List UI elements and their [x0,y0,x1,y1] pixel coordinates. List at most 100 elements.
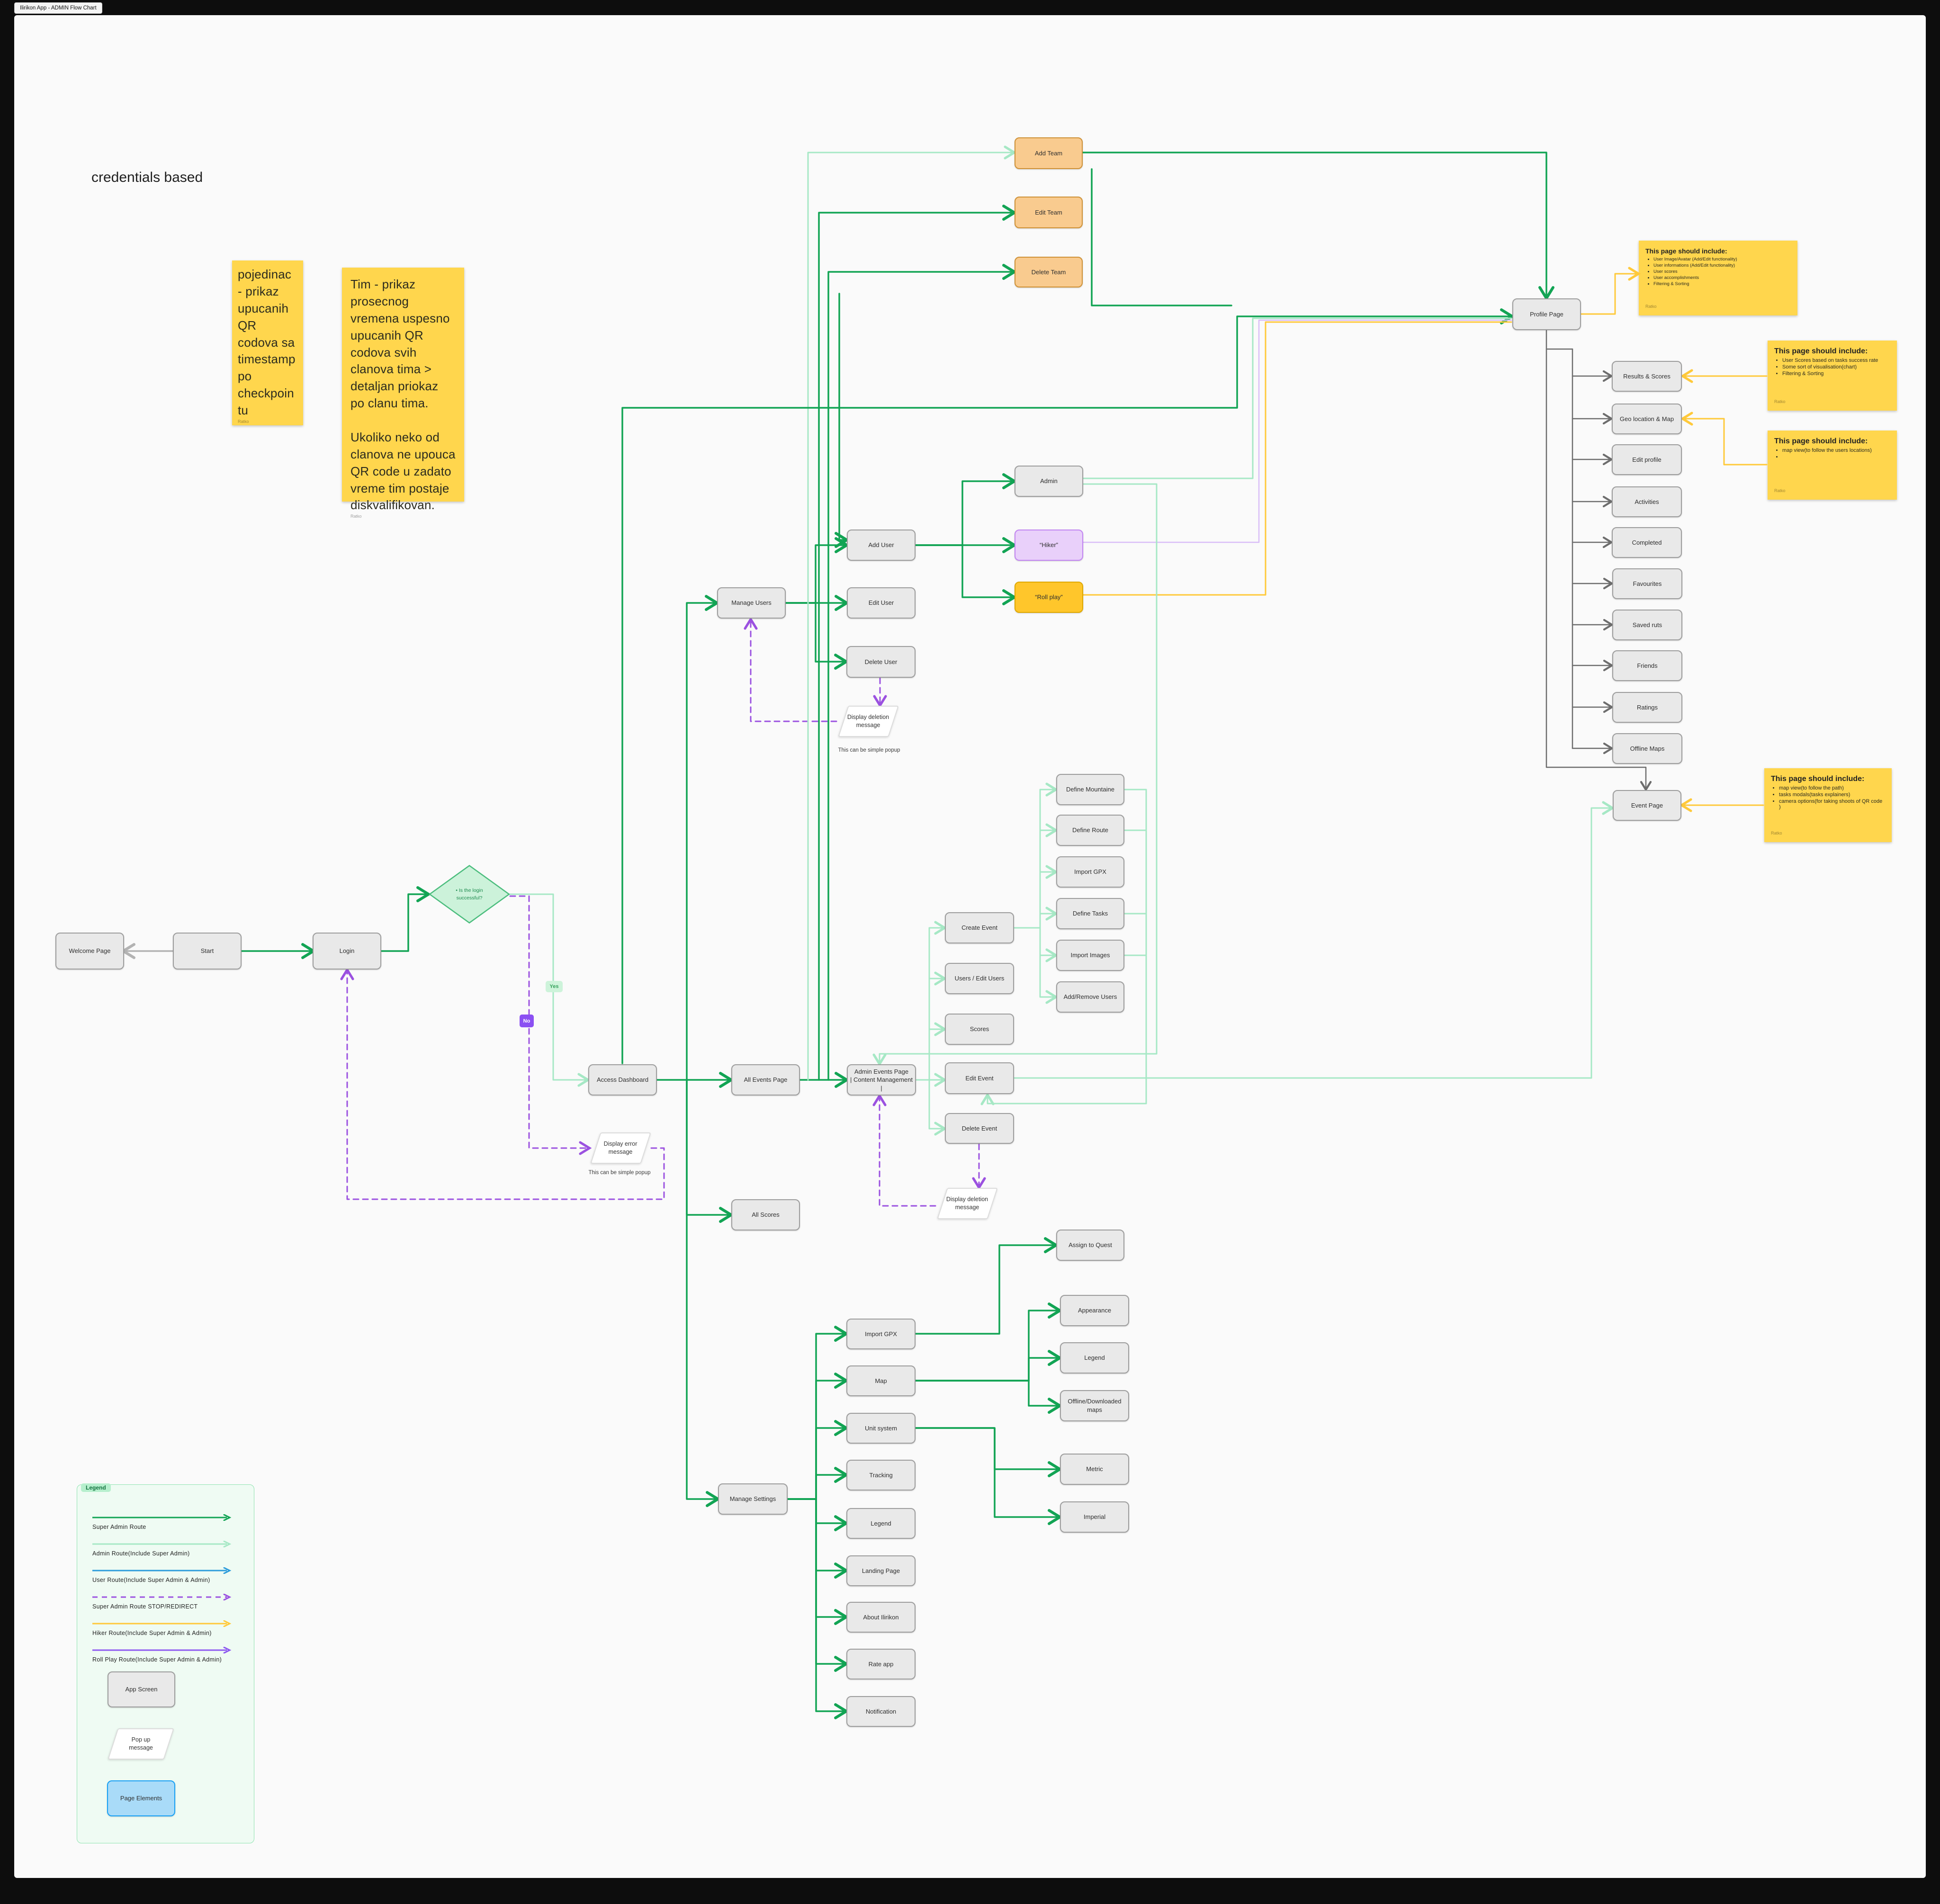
node-profile-page[interactable]: Profile Page [1512,298,1581,330]
node-notification[interactable]: Notification [846,1696,916,1727]
node-legend-page-elements[interactable]: Page Elements [107,1780,175,1816]
node-legend-app-screen[interactable]: App Screen [108,1671,175,1707]
node-label: Map [875,1377,887,1384]
popup-shape [108,1728,174,1760]
note-results-include[interactable]: This page should include:User Scores bas… [1768,341,1897,411]
node-label: Define Mountaine [1066,786,1114,793]
node-hiker[interactable]: “Hiker” [1015,530,1083,561]
note-bullet: map view(to follow the path) [1779,785,1885,791]
note-bullet: User scores [1653,269,1791,274]
node-label: Delete User [864,658,898,665]
note-tim[interactable]: Tim - prikaz prosecnog vremena uspesno u… [342,268,464,519]
node-edit-profile[interactable]: Edit profile [1612,444,1682,475]
node-rate-app[interactable]: Rate app [846,1649,916,1679]
popup-shape [936,1188,998,1219]
node-legend-settings[interactable]: Legend [846,1508,916,1539]
node-assign-to-quest[interactable]: Assign to Quest [1056,1230,1124,1261]
node-roll-play[interactable]: “Roll play” [1015,582,1083,613]
node-label: Offline/Downloaded maps [1068,1398,1122,1413]
node-scores[interactable]: Scores [945,1014,1014,1045]
node-all-events-page[interactable]: All Events Page [731,1064,800,1096]
node-friends[interactable]: Friends [1612,650,1682,681]
badge-yes[interactable]: Yes [546,981,563,992]
node-label: Import Images [1070,952,1110,959]
node-welcome-page[interactable]: Welcome Page [55,933,124,970]
node-import-images[interactable]: Import Images [1056,940,1124,971]
legend-route-label: Hiker Route(Include Super Admin & Admin) [92,1630,212,1636]
node-label: Legend [871,1519,891,1527]
node-define-route[interactable]: Define Route [1056,815,1124,846]
note-bullets: map view(to follow the users locations) [1774,448,1890,461]
node-login[interactable]: Login [313,933,381,970]
popup-caption-1: This can be simple popup [838,747,900,753]
node-edit-event[interactable]: Edit Event [945,1062,1014,1094]
node-label: “Hiker” [1040,541,1058,549]
note-bullets: map view(to follow the path)tasks modals… [1771,785,1885,811]
note-profile-include[interactable]: This page should include:User Image/Avat… [1639,241,1797,315]
node-add-user[interactable]: Add User [847,530,916,561]
file-tab[interactable]: Ilirikon App - ADMIN Flow Chart [14,2,102,14]
note-bullet: User accomplishments [1653,275,1791,280]
node-favourites[interactable]: Favourites [1612,568,1682,599]
note-pojedinac[interactable]: pojedinac - prikaz upucanih QR codova sa… [232,260,303,425]
node-completed[interactable]: Completed [1612,527,1682,558]
node-event-page[interactable]: Event Page [1613,790,1681,821]
node-delete-team[interactable]: Delete Team [1015,257,1083,287]
node-import-gpx-event[interactable]: Import GPX [1056,856,1124,888]
node-delete-user[interactable]: Delete User [846,646,916,678]
node-label: Edit User [868,599,894,607]
node-label: Import GPX [1074,868,1106,876]
node-add-remove-users[interactable]: Add/Remove Users [1056,981,1124,1013]
node-results-scores[interactable]: Results & Scores [1612,361,1682,392]
legend-route-arrow [92,1567,232,1574]
node-import-gpx-settings[interactable]: Import GPX [846,1319,916,1349]
node-define-tasks[interactable]: Define Tasks [1056,898,1124,929]
node-tracking[interactable]: Tracking [846,1460,916,1491]
badge-no[interactable]: No [520,1015,534,1027]
node-manage-users[interactable]: Manage Users [717,587,786,619]
node-label: Edit Team [1035,208,1062,216]
node-admin-events-page[interactable]: Admin Events Page | Content Management | [847,1064,916,1096]
node-metric[interactable]: Metric [1060,1454,1129,1485]
board-heading[interactable]: credentials based [91,170,203,185]
node-users-edit-users[interactable]: Users / Edit Users [945,963,1014,994]
node-unit-system[interactable]: Unit system [846,1413,916,1444]
note-geo-include[interactable]: This page should include:map view(to fol… [1768,431,1897,500]
node-legend-popup[interactable]: Pop up message [107,1728,175,1760]
node-delete-event[interactable]: Delete Event [945,1113,1014,1144]
node-manage-settings[interactable]: Manage Settings [718,1483,788,1515]
node-saved-ruts[interactable]: Saved ruts [1612,610,1682,640]
legend-route-arrow [92,1620,232,1627]
node-edit-team[interactable]: Edit Team [1015,197,1083,228]
node-label: Manage Settings [729,1495,776,1503]
node-add-team[interactable]: Add Team [1015,137,1083,169]
node-map-settings[interactable]: Map [846,1365,916,1396]
note-bullet: Filtering & Sorting [1653,281,1791,287]
node-offline-maps[interactable]: Offline Maps [1612,733,1682,764]
note-event-include[interactable]: This page should include:map view(to fol… [1764,768,1892,842]
node-delete-event-popup[interactable]: Display deletion message [936,1188,998,1219]
node-imperial[interactable]: Imperial [1060,1501,1129,1533]
node-delete-user-popup[interactable]: Display deletion message [837,706,899,737]
node-access-dashboard[interactable]: Access Dashboard [588,1064,657,1096]
node-legend-map[interactable]: Legend [1060,1342,1129,1374]
node-landing-page[interactable]: Landing Page [846,1555,916,1586]
legend-route-label: Super Admin Route [92,1524,146,1530]
popup-shape [590,1132,651,1164]
node-ratings[interactable]: Ratings [1612,692,1682,723]
node-create-event[interactable]: Create Event [945,912,1014,943]
node-admin[interactable]: Admin [1015,466,1083,497]
node-all-scores[interactable]: All Scores [731,1199,800,1230]
node-label: Unit system [865,1424,897,1432]
node-edit-user[interactable]: Edit User [847,587,916,619]
node-geo-location-map[interactable]: Geo location & Map [1612,404,1682,434]
node-appearance[interactable]: Appearance [1060,1295,1129,1326]
node-error-popup[interactable]: Display error message [590,1132,651,1164]
node-start[interactable]: Start [173,933,242,970]
node-about-ilirikon[interactable]: About Ilirikon [846,1602,916,1633]
node-define-mountaine[interactable]: Define Mountaine [1056,774,1124,805]
legend-route-label: Roll Play Route(Include Super Admin & Ad… [92,1656,222,1663]
node-offline-downloaded-maps[interactable]: Offline/Downloaded maps [1060,1390,1129,1421]
node-activities[interactable]: Activities [1612,486,1682,517]
